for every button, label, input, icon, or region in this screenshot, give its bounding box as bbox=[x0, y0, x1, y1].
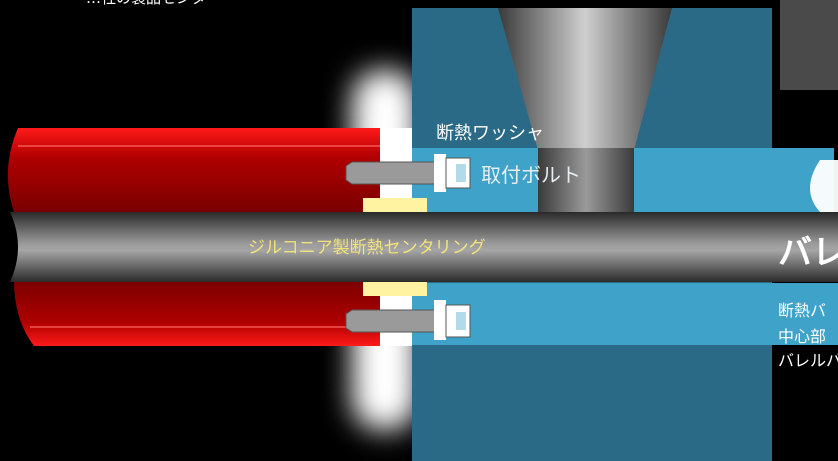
corner-panel bbox=[780, 0, 838, 90]
zirconia-ring-label: ジルコニア製断熱センタリング bbox=[248, 238, 486, 258]
central-shaft bbox=[10, 212, 838, 282]
barrel-block-upper-right bbox=[634, 148, 834, 212]
sprue-channel bbox=[538, 148, 634, 212]
mounting-bolt-upper bbox=[345, 154, 471, 192]
side-text-line-3: バレルバ bbox=[778, 351, 838, 370]
insulating-washer-label: 断熱ワッシャ bbox=[436, 123, 544, 144]
barrel-block-lower bbox=[412, 283, 838, 345]
zirconia-ring-lower bbox=[363, 280, 427, 296]
mounting-bolt-lower bbox=[345, 300, 471, 340]
heater-tube-lower bbox=[14, 280, 380, 346]
top-caption-cut: …社の製品センター bbox=[86, 0, 221, 8]
mounting-bolt-label: 取付ボルト bbox=[481, 163, 581, 187]
sprue-funnel bbox=[498, 8, 672, 150]
side-text-line-2: 中心部 bbox=[778, 327, 827, 346]
side-text-line-1: 断熱バ bbox=[778, 301, 827, 320]
zirconia-ring-upper bbox=[363, 198, 427, 214]
heater-tube-upper bbox=[7, 128, 380, 212]
side-heading: バレ bbox=[778, 233, 838, 273]
